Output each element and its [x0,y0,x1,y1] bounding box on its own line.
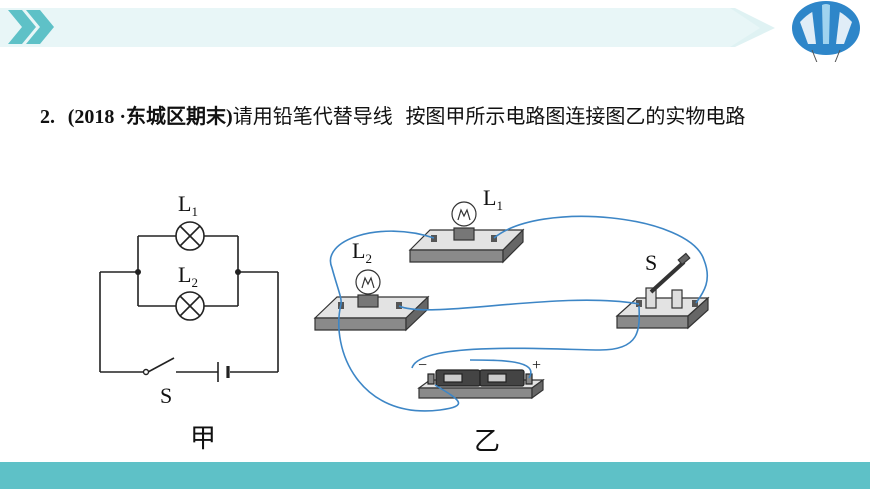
connecting-wires [329,215,709,412]
wire-battery-to-switch [411,305,641,369]
battery-cells-icon [427,369,533,387]
physical-lamp-1-label: L1 [483,185,503,213]
wire-lamp2-to-switch [398,299,640,311]
schematic-circuit [99,235,279,373]
battery-positive-label: + [532,357,541,374]
schematic-lamp-1-label: L1 [178,191,198,219]
lamp-1-bulb-icon [451,201,477,241]
hot-air-balloon-icon [792,1,860,62]
banner-stripe-light [0,8,760,47]
circuit-figure: L1 L2 S 甲 L1 L2 [99,185,710,457]
physical-lamp-2-label: L2 [352,238,372,266]
schematic-switch-icon [142,368,150,376]
schematic-lamp-2-icon [175,291,205,321]
schematic-lamp-2-label: L2 [178,262,198,290]
question-number: 2. [40,106,55,128]
question-text: 2. (2018 ·东城区期末)请用铅笔代替导线 按图甲所示电路图连接图乙的实物… [40,100,870,130]
chevron-right-icon [8,10,54,44]
knife-switch-icon [645,252,691,309]
question-underlined: 用铅笔代替导线 [252,104,393,128]
wire-lamp1-to-switch [493,215,709,304]
schematic-lamp-1-icon [175,221,205,251]
top-banner [0,1,860,62]
question-prefix: 请 [232,104,253,128]
physical-switch-label: S [645,250,657,275]
physical-caption: 乙 [474,427,500,457]
question-body: 按图甲所示电路图连接图乙的实物电路 [405,104,746,128]
question-source: (2018 ·东城区期末) [67,106,233,128]
schematic-junctions [135,269,241,275]
wire-lamp1-to-lamp2 [329,230,435,305]
wire-lamp2-to-battery [338,303,460,412]
wire-battery-positive [469,359,532,379]
lamp-2-bulb-icon [355,269,381,308]
schematic-battery-icon [217,362,230,382]
schematic-switch-label: S [160,383,172,408]
bottom-bar [0,462,870,489]
battery-negative-label: − [418,357,427,374]
schematic-caption: 甲 [190,424,216,454]
